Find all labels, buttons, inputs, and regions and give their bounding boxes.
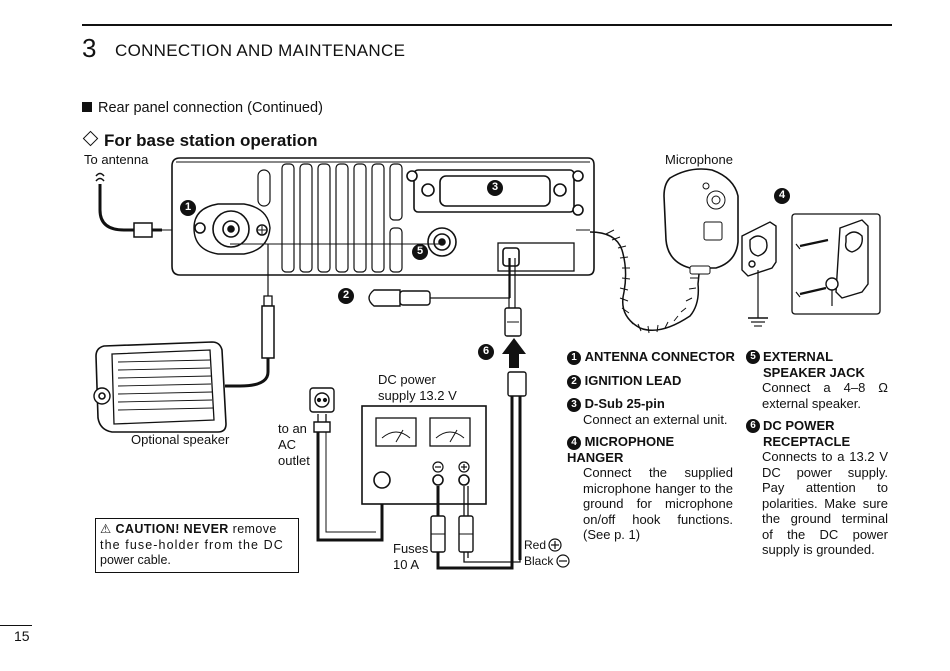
radio-rear-panel bbox=[171, 157, 595, 276]
legend-title-5: EXTERNAL SPEAKER JACK bbox=[763, 349, 865, 380]
legend-body-5: Connect a 4–8 Ω external speaker. bbox=[762, 380, 888, 411]
legend-item-2: 2 IGNITION LEAD bbox=[567, 373, 737, 389]
ac-outlet-label-line1: to an bbox=[278, 421, 307, 436]
optional-speaker-label: Optional speaker bbox=[131, 432, 230, 447]
caution-box: ⚠ CAUTION! NEVER remove the fuse-holder … bbox=[95, 518, 299, 573]
legend-item-4: 4 MICROPHONE HANGER Connect the supplied… bbox=[567, 434, 733, 543]
legend-number-1: 1 bbox=[567, 350, 581, 365]
minus-circle-icon bbox=[556, 554, 570, 568]
chapter-title: CONNECTION AND MAINTENANCE bbox=[115, 41, 406, 60]
legend-number-4: 4 bbox=[567, 435, 581, 450]
ac-outlet-label-line3: outlet bbox=[278, 453, 310, 468]
legend-item-5: 5 EXTERNAL SPEAKER JACK Connect a 4–8 Ω … bbox=[746, 349, 888, 411]
caution-emphasis: NEVER bbox=[183, 522, 229, 536]
ignition-lead bbox=[368, 258, 511, 307]
warning-triangle-icon: ⚠ bbox=[100, 522, 112, 536]
fused-wires bbox=[430, 486, 521, 570]
page-number: 15 bbox=[14, 628, 30, 644]
polarity-markers bbox=[548, 538, 570, 568]
callout-2: 2 bbox=[342, 289, 350, 301]
legend-number-6: 6 bbox=[746, 419, 760, 433]
legend-body-4: Connect the supplied microphone hanger t… bbox=[583, 465, 733, 543]
callout-4: 4 bbox=[778, 189, 786, 201]
dc-cable bbox=[502, 258, 527, 560]
caution-text-a: remove bbox=[232, 522, 277, 536]
microphone-label: Microphone bbox=[665, 152, 733, 167]
to-antenna-label: To antenna bbox=[84, 152, 149, 167]
legend-number-5: 5 bbox=[746, 350, 760, 364]
callout-3: 3 bbox=[491, 181, 499, 193]
legend-title-2: IGNITION LEAD bbox=[584, 373, 682, 388]
legend-body-3: Connect an external unit. bbox=[583, 411, 728, 427]
legend-body-6: Connects to a 13.2 V DC power supply. Pa… bbox=[762, 449, 888, 557]
dc-power-label-line1: DC power bbox=[378, 372, 436, 387]
chapter-number: 3 bbox=[82, 33, 97, 63]
section-title: For base station operation bbox=[82, 130, 317, 151]
top-rule bbox=[82, 24, 892, 26]
red-label: Red bbox=[524, 538, 547, 552]
legend-number-2: 2 bbox=[567, 374, 581, 389]
caution-text-c: power cable. bbox=[100, 553, 171, 567]
plus-circle-icon bbox=[548, 538, 562, 552]
antenna-cable bbox=[95, 172, 228, 238]
legend-item-3: 3 D-Sub 25-pin Connect an external unit. bbox=[567, 396, 737, 427]
ac-outlet-drawing bbox=[309, 387, 384, 542]
microphone-drawing bbox=[589, 168, 739, 334]
power-supply-drawing bbox=[361, 405, 487, 505]
caution-label: CAUTION! bbox=[115, 522, 180, 536]
callout-1: 1 bbox=[184, 201, 192, 213]
legend-title-4: MICROPHONE HANGER bbox=[567, 434, 675, 465]
fuses-label-line2: 10 A bbox=[393, 557, 420, 572]
square-bullet-icon bbox=[82, 102, 92, 112]
page-number-rule bbox=[0, 625, 32, 626]
legend-number-3: 3 bbox=[567, 397, 581, 412]
fuses-label-line1: Fuses bbox=[393, 541, 429, 556]
microphone-hanger-drawing bbox=[741, 213, 881, 327]
legend-title-6: DC POWER RECEPTACLE bbox=[763, 418, 851, 449]
black-label: Black bbox=[524, 554, 554, 568]
legend-item-1: 1 ANTENNA CONNECTOR bbox=[567, 349, 737, 365]
dc-power-label-line2: supply 13.2 V bbox=[378, 388, 457, 403]
subheading: Rear panel connection (Continued) bbox=[82, 100, 323, 116]
caution-text-b: the fuse-holder from the DC bbox=[100, 537, 284, 552]
speaker-cable bbox=[225, 243, 440, 388]
legend-title-1: ANTENNA CONNECTOR bbox=[584, 349, 735, 364]
optional-speaker-drawing bbox=[93, 341, 227, 433]
callout-5: 5 bbox=[416, 245, 424, 257]
legend-title-3: D-Sub 25-pin bbox=[584, 396, 665, 411]
legend-item-6: 6 DC POWER RECEPTACLE Connects to a 13.2… bbox=[746, 418, 888, 558]
ac-outlet-label-line2: AC bbox=[278, 437, 297, 452]
callout-6: 6 bbox=[482, 345, 490, 357]
callout-markers bbox=[180, 180, 790, 360]
